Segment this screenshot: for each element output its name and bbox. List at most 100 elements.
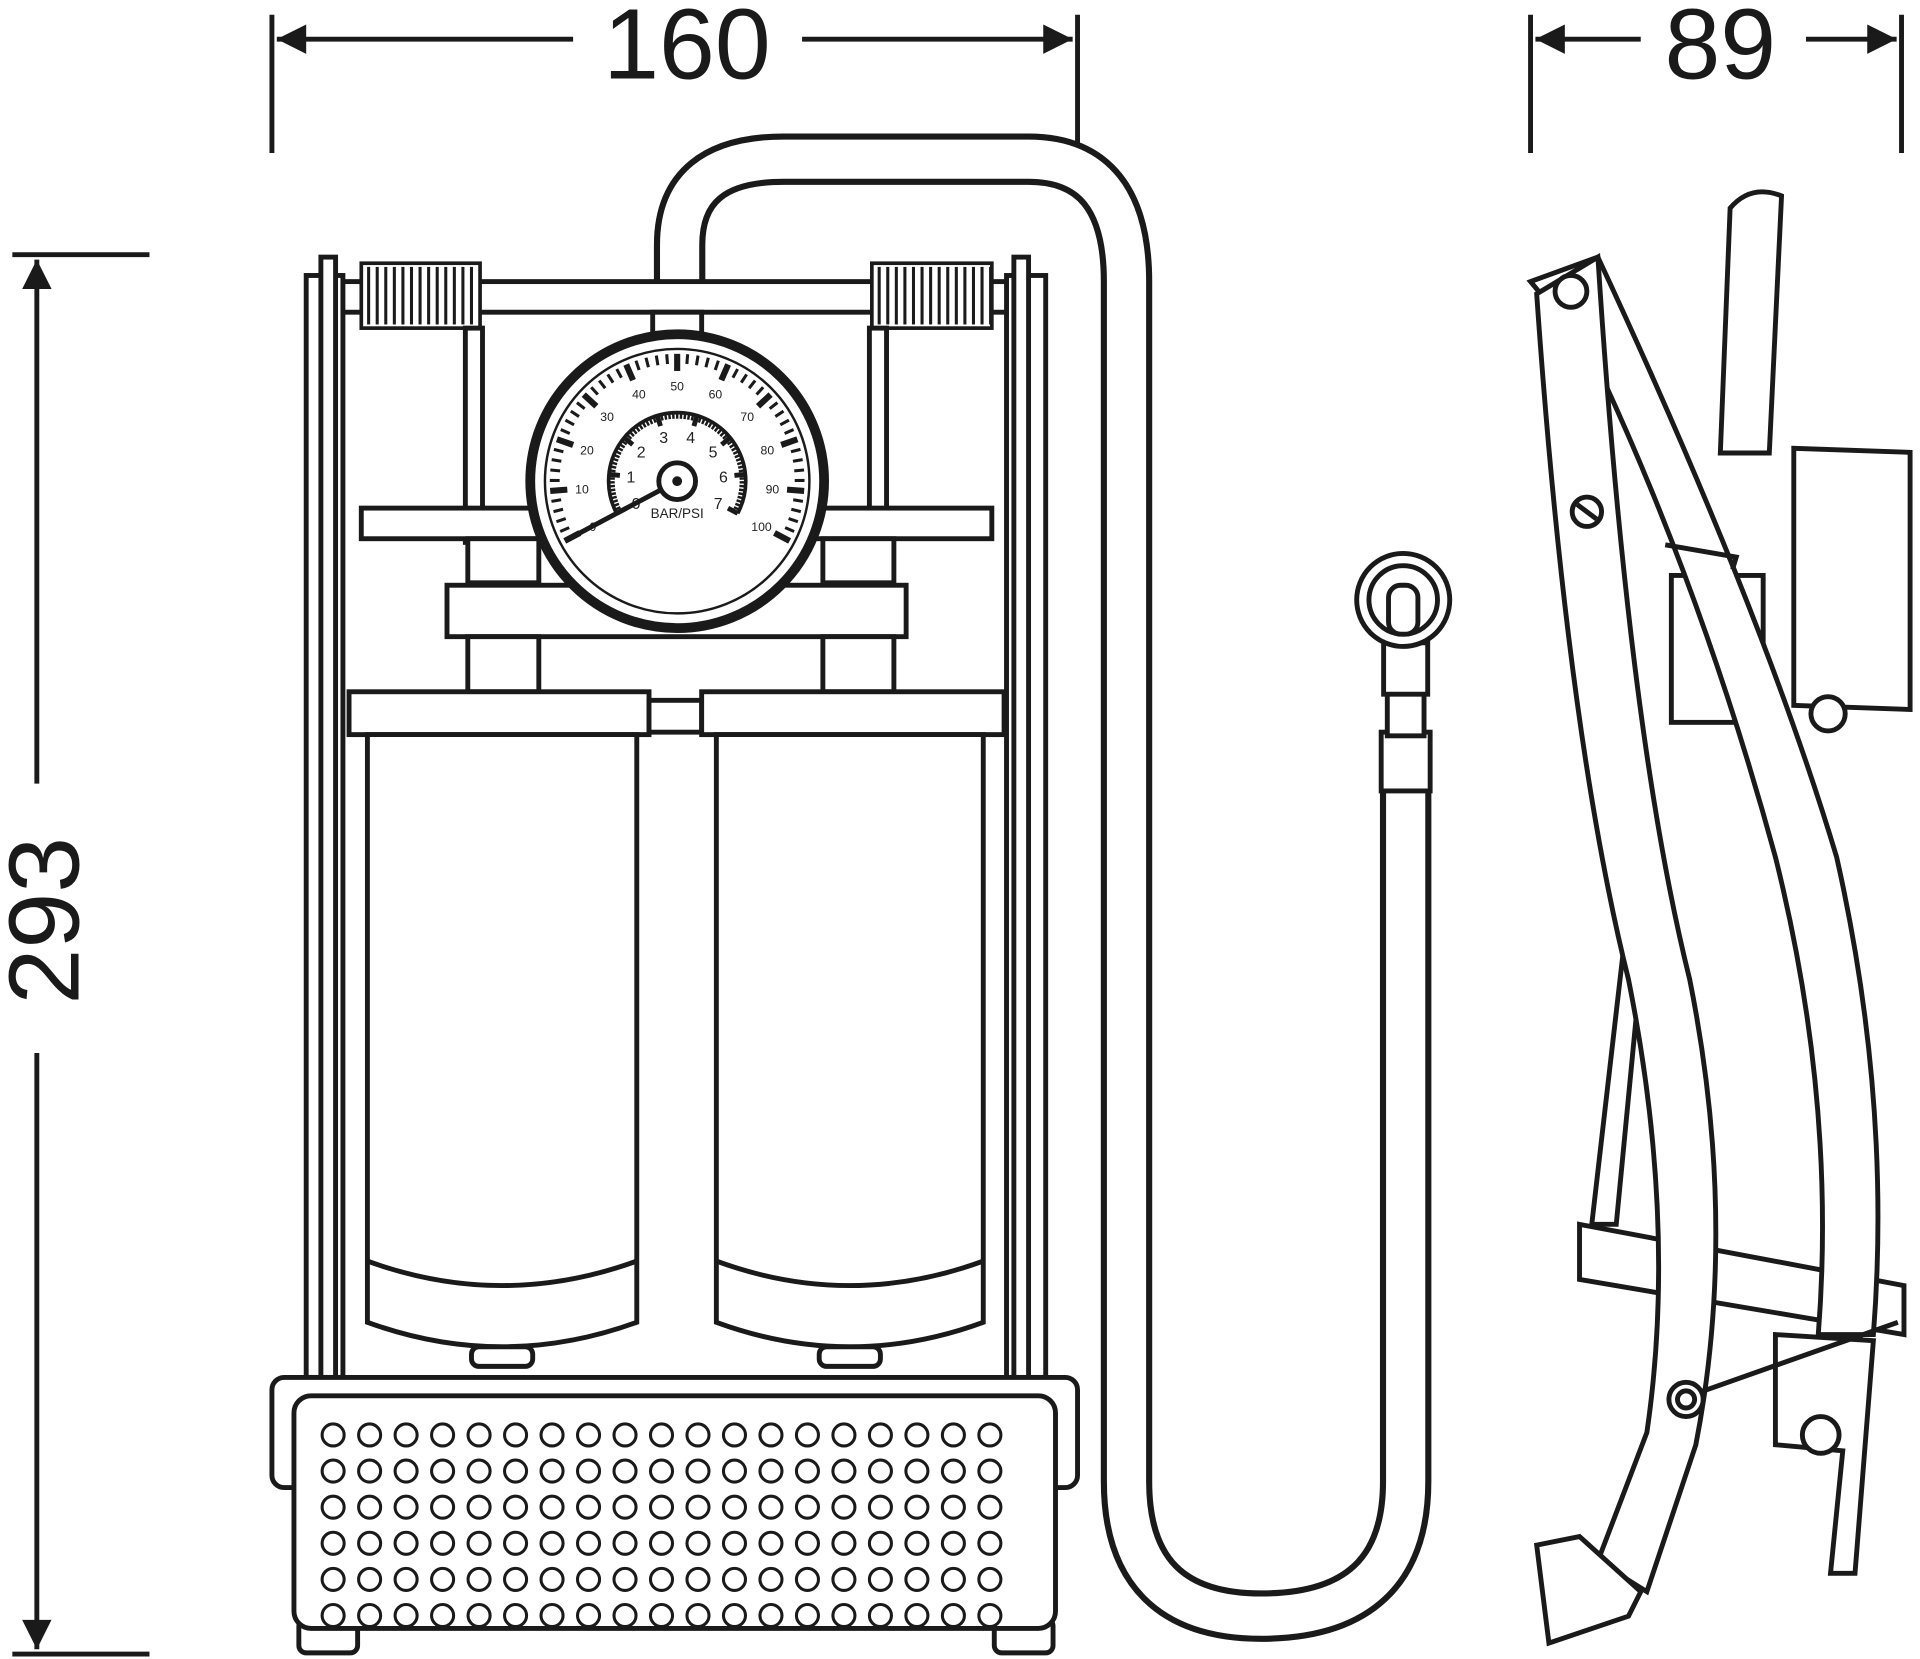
grip-dot (393, 1602, 419, 1629)
bar-tick (720, 435, 732, 447)
bar-tick (683, 412, 687, 420)
grip-dot (357, 1566, 383, 1592)
grip-dot (612, 1566, 638, 1592)
bar-tick (611, 499, 619, 504)
grip-dot (612, 1602, 638, 1629)
grip-dot (977, 1566, 1003, 1592)
bar-label: 4 (686, 430, 695, 447)
bar-tick (734, 471, 746, 478)
psi-tick (590, 386, 599, 396)
bar-tick (614, 450, 622, 455)
grip-dot (758, 1458, 784, 1484)
bar-tick (612, 457, 619, 462)
grip-dot (940, 1494, 966, 1520)
psi-tick (560, 428, 571, 435)
grip-dot (758, 1494, 784, 1520)
grip-dot (612, 1458, 638, 1484)
bar-tick (735, 457, 743, 462)
psi-tick (768, 401, 779, 410)
grip-dot (393, 1458, 419, 1484)
grip-dot (393, 1422, 419, 1448)
grip-dot (612, 1530, 638, 1556)
bar-tick (609, 465, 617, 469)
bar-tick (622, 435, 635, 447)
bar-tick (726, 439, 734, 446)
psi-tick (704, 357, 710, 368)
bar-tick (737, 495, 744, 500)
grip-dot (685, 1458, 711, 1484)
grip-dot (503, 1566, 529, 1592)
grip-dot (904, 1494, 930, 1520)
bar-tick (691, 414, 700, 427)
grip-dot (466, 1602, 492, 1629)
psi-label: 40 (632, 388, 646, 402)
bar-tick (738, 492, 745, 496)
bar-label: 2 (637, 445, 646, 462)
psi-tick (792, 458, 803, 463)
bar-tick (713, 425, 720, 433)
psi-tick (553, 447, 564, 454)
bar-label: 5 (709, 445, 718, 462)
grip-dot (904, 1458, 930, 1484)
cylinder-left (364, 732, 640, 1369)
lever-arm-rear (1526, 254, 1881, 1337)
psi-tick (773, 530, 792, 544)
psi-tick (790, 507, 802, 514)
grip-dot (357, 1422, 383, 1448)
psi-tick (606, 373, 615, 384)
bar-tick (609, 488, 616, 492)
psi-tick (685, 354, 690, 365)
grip-dot (977, 1422, 1003, 1448)
bar-tick (663, 413, 668, 420)
dimension-width: 160 (269, 0, 1080, 154)
psi-tick (550, 468, 561, 473)
grip-dot (758, 1602, 784, 1629)
pedal-foot (1533, 1533, 1644, 1647)
bar-tick (628, 430, 635, 437)
bar-tick (626, 433, 633, 440)
grip-dot (430, 1458, 456, 1484)
bar-tick (738, 469, 746, 473)
psi-label: 70 (740, 410, 754, 424)
grip-dot (685, 1530, 711, 1556)
grip-dot (794, 1494, 820, 1520)
grip-dot (503, 1458, 529, 1484)
psi-tick (790, 447, 801, 454)
psi-tick (665, 354, 670, 365)
grip-dot (539, 1530, 565, 1556)
grip-dot (831, 1566, 857, 1592)
grip-dot (357, 1458, 383, 1484)
grip-dot (794, 1530, 820, 1556)
grip-dot (539, 1422, 565, 1448)
grip-dot (575, 1494, 602, 1520)
grip-dot (648, 1422, 675, 1448)
depth-label: 89 (1664, 0, 1776, 100)
grip-dot (393, 1566, 419, 1592)
psi-tick (694, 355, 700, 366)
psi-tick (780, 436, 799, 448)
grip-dot (466, 1422, 492, 1448)
bar-label: 7 (714, 496, 723, 513)
grip-dot (867, 1602, 893, 1629)
grip-dot (831, 1422, 857, 1448)
pump-front-view (269, 254, 1080, 1656)
bar-tick (667, 412, 672, 420)
grip-dot (648, 1602, 675, 1629)
bar-tick (729, 443, 736, 449)
grip-dot (940, 1530, 966, 1556)
springs (359, 261, 994, 330)
bar-tick (710, 423, 717, 430)
grip-dot (794, 1566, 820, 1592)
psi-tick (783, 428, 795, 435)
psi-label: 30 (600, 410, 614, 424)
bar-tick (686, 413, 691, 420)
psi-tick (644, 357, 650, 368)
grip-dot (794, 1602, 820, 1629)
grip-dot (320, 1530, 346, 1556)
bar-tick (610, 495, 618, 500)
psi-tick (553, 507, 564, 514)
grip-dot (831, 1602, 857, 1629)
grip-dot (831, 1530, 857, 1556)
grip-dot (503, 1422, 529, 1448)
